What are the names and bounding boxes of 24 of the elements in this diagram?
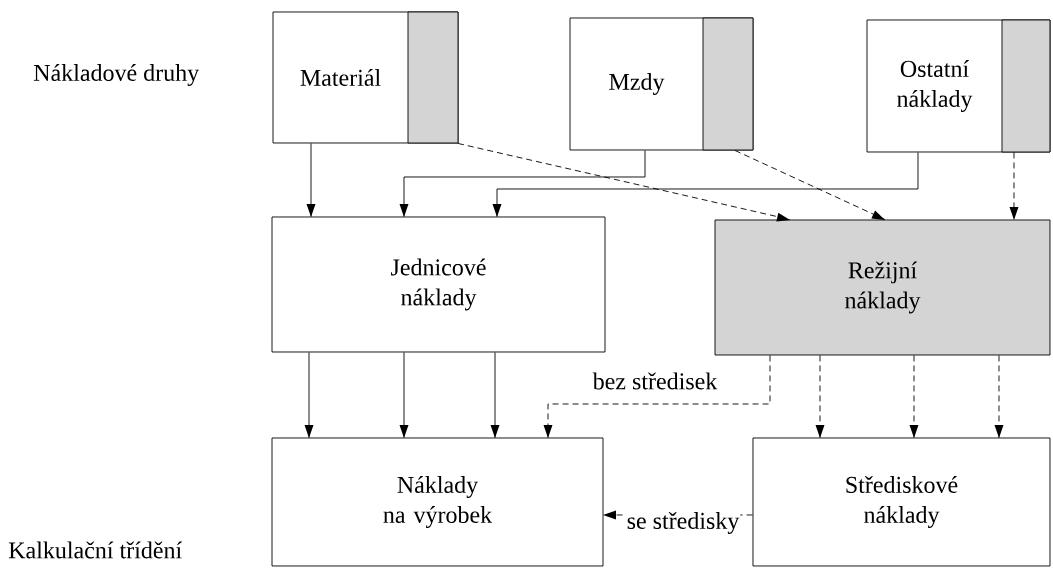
arrow [490,352,500,438]
category-box: Ostatní náklady [866,19,1051,153]
category-box: Mzdy [569,17,754,151]
arrow [306,143,316,217]
arrow [1009,152,1019,220]
category-box: Jednicové náklady [271,216,606,353]
arrow [909,355,919,438]
arrow [492,152,919,217]
edge-label: bez středisek [591,371,719,391]
row-label: Nákladové druhy [33,64,200,86]
arrow [304,352,314,438]
arrow [734,150,886,220]
edge-label: se středisky [625,511,741,535]
category-box: Náklady na výrobek [271,437,604,567]
category-box: Střediskové náklady [752,437,1051,567]
category-box: Materiál [272,11,459,144]
arrow [457,143,791,222]
arrow [815,355,825,438]
category-box: Režijní náklady [714,219,1051,356]
arrow [994,355,1004,438]
arrow [399,150,646,217]
arrow [399,352,409,438]
arrow [543,355,771,438]
row-label: Kalkulační třídění [8,541,182,559]
